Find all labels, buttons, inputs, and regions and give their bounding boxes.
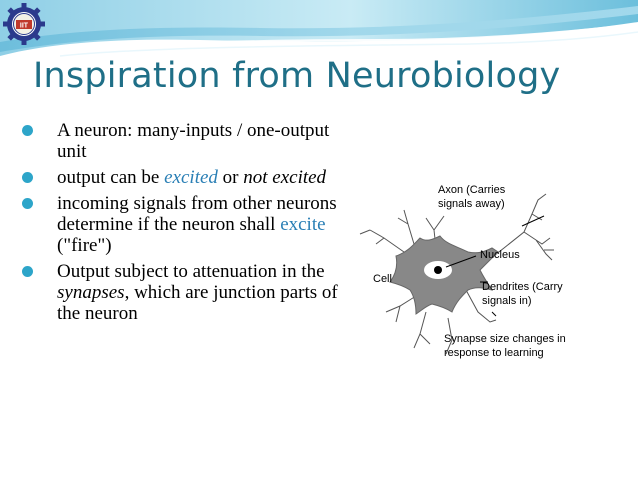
bullet-dot-icon	[22, 266, 33, 277]
bullet-text: Output subject to attenuation in the	[57, 261, 325, 282]
logo-text: IIT	[20, 23, 29, 30]
label-nucleus: Nucleus	[480, 249, 520, 261]
bullet-list: A neuron: many-inputs / one-output unit o…	[22, 120, 342, 329]
bullet-text: incoming signals from other neurons dete…	[57, 193, 337, 235]
header-banner	[0, 0, 638, 61]
bullet-item: incoming signals from other neurons dete…	[22, 193, 342, 256]
bullet-text: , which are junction parts of the neuron	[57, 282, 338, 324]
label-axon: Axon (Carries	[438, 184, 506, 196]
bullet-dot-icon	[22, 125, 33, 136]
bullet-text: output can be	[57, 167, 165, 188]
bullet-text: excited	[164, 167, 218, 188]
slide-title: Inspiration from Neurobiology	[33, 56, 561, 96]
label-cell: Cell	[373, 273, 392, 285]
label-axon-2: signals away)	[438, 198, 505, 210]
bullet-item: Output subject to attenuation in the syn…	[22, 261, 342, 324]
bullet-text: synapses	[57, 282, 125, 303]
label-dendrites-2: signals in)	[482, 295, 532, 307]
bullet-text: A neuron: many-inputs / one-output unit	[57, 120, 330, 162]
bullet-dot-icon	[22, 198, 33, 209]
banner-swoosh-line2	[59, 31, 638, 57]
label-dendrites: Dendrites (Carry	[482, 281, 563, 293]
banner-swoosh-band	[0, 6, 638, 52]
bullet-item: A neuron: many-inputs / one-output unit	[22, 120, 342, 162]
label-synapse: Synapse size changes in	[444, 333, 566, 345]
bullet-text: excite	[280, 214, 326, 235]
bullet-dot-icon	[22, 172, 33, 183]
banner-swoosh	[0, 0, 638, 56]
bullet-text: ("fire")	[57, 235, 112, 256]
banner-swoosh-line	[0, 23, 638, 61]
bullet-item: output can be excited or not excited	[22, 167, 342, 188]
bullet-text: or	[217, 167, 244, 188]
bullet-text: not excited	[243, 167, 327, 188]
neuron-diagram: Axon (Carries signals away) Nucleus Cell…	[356, 172, 594, 372]
label-synapse-2: response to learning	[444, 347, 544, 359]
institute-logo-icon: IIT	[3, 3, 45, 45]
